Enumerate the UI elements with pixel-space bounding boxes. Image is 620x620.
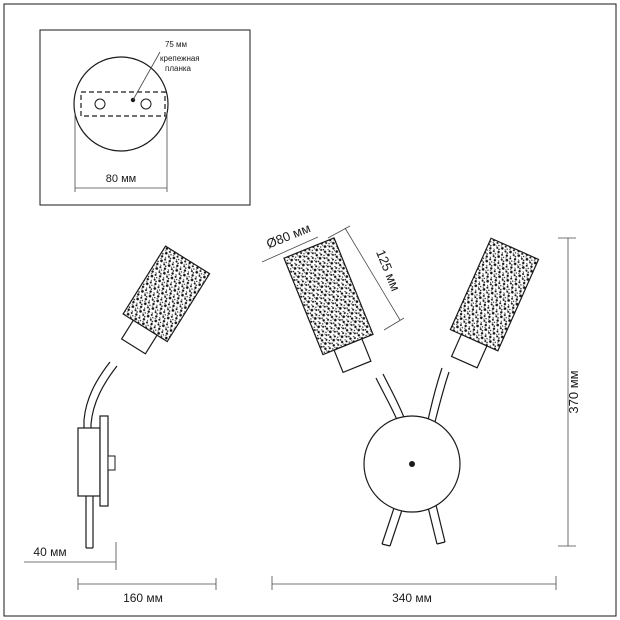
width-label: 340 мм <box>392 591 432 605</box>
mounting-inset: 75 мм крепежная планка 80 мм <box>39 29 251 206</box>
left-shade-glass <box>283 237 374 356</box>
side-view: 40 мм 160 мм <box>24 245 217 605</box>
shade-height-ext-top <box>327 225 351 239</box>
left-arm-outer <box>375 377 399 423</box>
side-arm-outer <box>83 361 111 421</box>
wall-base-block <box>77 427 101 497</box>
right-shade-holder <box>450 333 488 369</box>
side-shade-holder <box>120 319 158 355</box>
depth-label: 160 мм <box>123 591 163 605</box>
wall-screw <box>107 455 116 471</box>
lower-right-arm-b <box>435 504 446 543</box>
left-arm-inner <box>382 373 406 421</box>
lower-left-arm-a <box>381 504 396 545</box>
lower-left-arm-end <box>381 543 391 547</box>
lower-right-arm-a <box>427 506 438 545</box>
wall-plate <box>99 415 109 507</box>
plate-name-line1: крепежная <box>160 54 200 63</box>
plate-leader-line <box>132 51 161 101</box>
left-shade-holder <box>333 338 372 374</box>
base-circle <box>73 56 169 152</box>
side-arm-inner <box>90 365 118 425</box>
lower-left-arm-b <box>389 506 404 547</box>
plate-name-line2: планка <box>165 64 192 73</box>
mounting-plate-outline <box>80 91 166 117</box>
base-diameter-label: 80 мм <box>106 173 136 185</box>
side-shade <box>120 245 211 355</box>
shade-height-label: 125 мм <box>373 247 403 293</box>
mounting-hole-right <box>140 98 152 110</box>
drawing-frame <box>3 3 617 617</box>
inset-frame <box>39 29 251 206</box>
shade-diameter-dim-line <box>261 236 319 263</box>
plate-width-label: 75 мм <box>165 40 187 49</box>
front-base-screw <box>409 461 415 467</box>
height-label: 370 мм <box>566 370 581 413</box>
shade-height-ext-bottom <box>383 317 405 331</box>
right-shade <box>449 237 540 369</box>
right-shade-glass <box>449 237 540 352</box>
left-shade <box>283 237 374 374</box>
front-view: Ø80 мм 125 мм 370 мм 340 мм <box>261 220 581 605</box>
shade-height-dim-line <box>344 227 401 321</box>
lower-right-arm-end <box>436 541 446 545</box>
mounting-hole-left <box>94 98 106 110</box>
right-arm-inner <box>434 371 450 423</box>
shade-diameter-label: Ø80 мм <box>264 220 312 251</box>
wall-offset-label: 40 мм <box>33 545 66 559</box>
right-arm-outer <box>427 367 443 421</box>
